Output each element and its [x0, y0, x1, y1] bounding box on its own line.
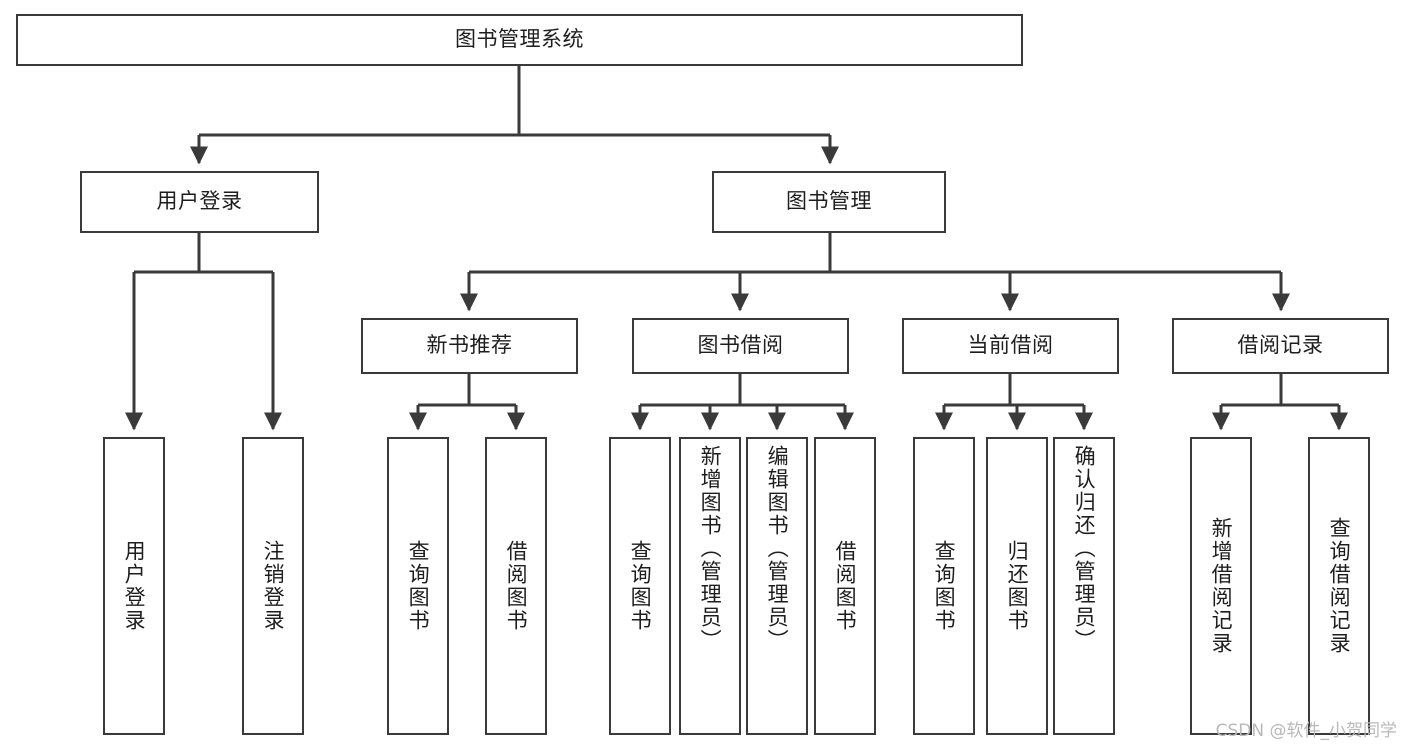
node-label: 新书推荐: [426, 333, 513, 358]
node-label: 查询借阅记录: [1327, 517, 1352, 655]
node-label: 归还图书: [1005, 540, 1030, 632]
node-leaf-user-login[interactable]: 用户登录: [103, 437, 165, 735]
node-book-borrow[interactable]: 图书借阅: [632, 318, 849, 374]
node-root-system[interactable]: 图书管理系统: [16, 14, 1023, 66]
node-leaf-borrow-book-recommend[interactable]: 借阅图书: [485, 437, 547, 735]
node-leaf-user-logout[interactable]: 注销登录: [242, 437, 304, 735]
node-leaf-add-borrow-record[interactable]: 新增借阅记录: [1190, 437, 1252, 735]
node-label: 新增借阅记录: [1209, 517, 1234, 655]
node-label: 当前借阅: [967, 333, 1054, 358]
node-leaf-return-book[interactable]: 归还图书: [986, 437, 1048, 735]
node-book-manage[interactable]: 图书管理: [712, 171, 946, 233]
node-label: 编辑图书（管理员）: [765, 445, 790, 652]
node-leaf-add-book-admin[interactable]: 新增图书（管理员）: [679, 437, 741, 735]
node-label: 用户登录: [122, 540, 147, 632]
watermark-text: CSDN @软件_小贺同学: [1215, 721, 1397, 741]
node-leaf-query-book[interactable]: 查询图书: [609, 437, 671, 735]
node-label: 借阅图书: [504, 540, 529, 632]
node-label: 确认归还（管理员）: [1072, 445, 1097, 652]
node-leaf-edit-book-admin[interactable]: 编辑图书（管理员）: [746, 437, 808, 735]
node-leaf-borrow-book[interactable]: 借阅图书: [814, 437, 876, 735]
node-label: 查询图书: [406, 540, 431, 632]
node-label: 新增图书（管理员）: [698, 445, 723, 652]
node-current-borrow[interactable]: 当前借阅: [902, 318, 1119, 374]
node-label: 图书管理系统: [455, 27, 584, 52]
node-label: 借阅记录: [1237, 333, 1324, 358]
node-new-book-recommend[interactable]: 新书推荐: [361, 318, 578, 374]
node-label: 用户登录: [156, 189, 243, 214]
node-leaf-query-book-recommend[interactable]: 查询图书: [387, 437, 449, 735]
node-label: 借阅图书: [833, 540, 858, 632]
node-label: 查询图书: [932, 540, 957, 632]
node-borrow-record[interactable]: 借阅记录: [1172, 318, 1389, 374]
node-label: 图书管理: [786, 189, 872, 214]
node-leaf-query-book-current[interactable]: 查询图书: [913, 437, 975, 735]
node-user-login[interactable]: 用户登录: [80, 171, 319, 233]
node-leaf-query-borrow-record[interactable]: 查询借阅记录: [1308, 437, 1370, 735]
node-leaf-confirm-return-admin[interactable]: 确认归还（管理员）: [1053, 437, 1115, 735]
node-label: 查询图书: [628, 540, 653, 632]
node-label: 注销登录: [261, 540, 286, 632]
node-label: 图书借阅: [697, 333, 784, 358]
